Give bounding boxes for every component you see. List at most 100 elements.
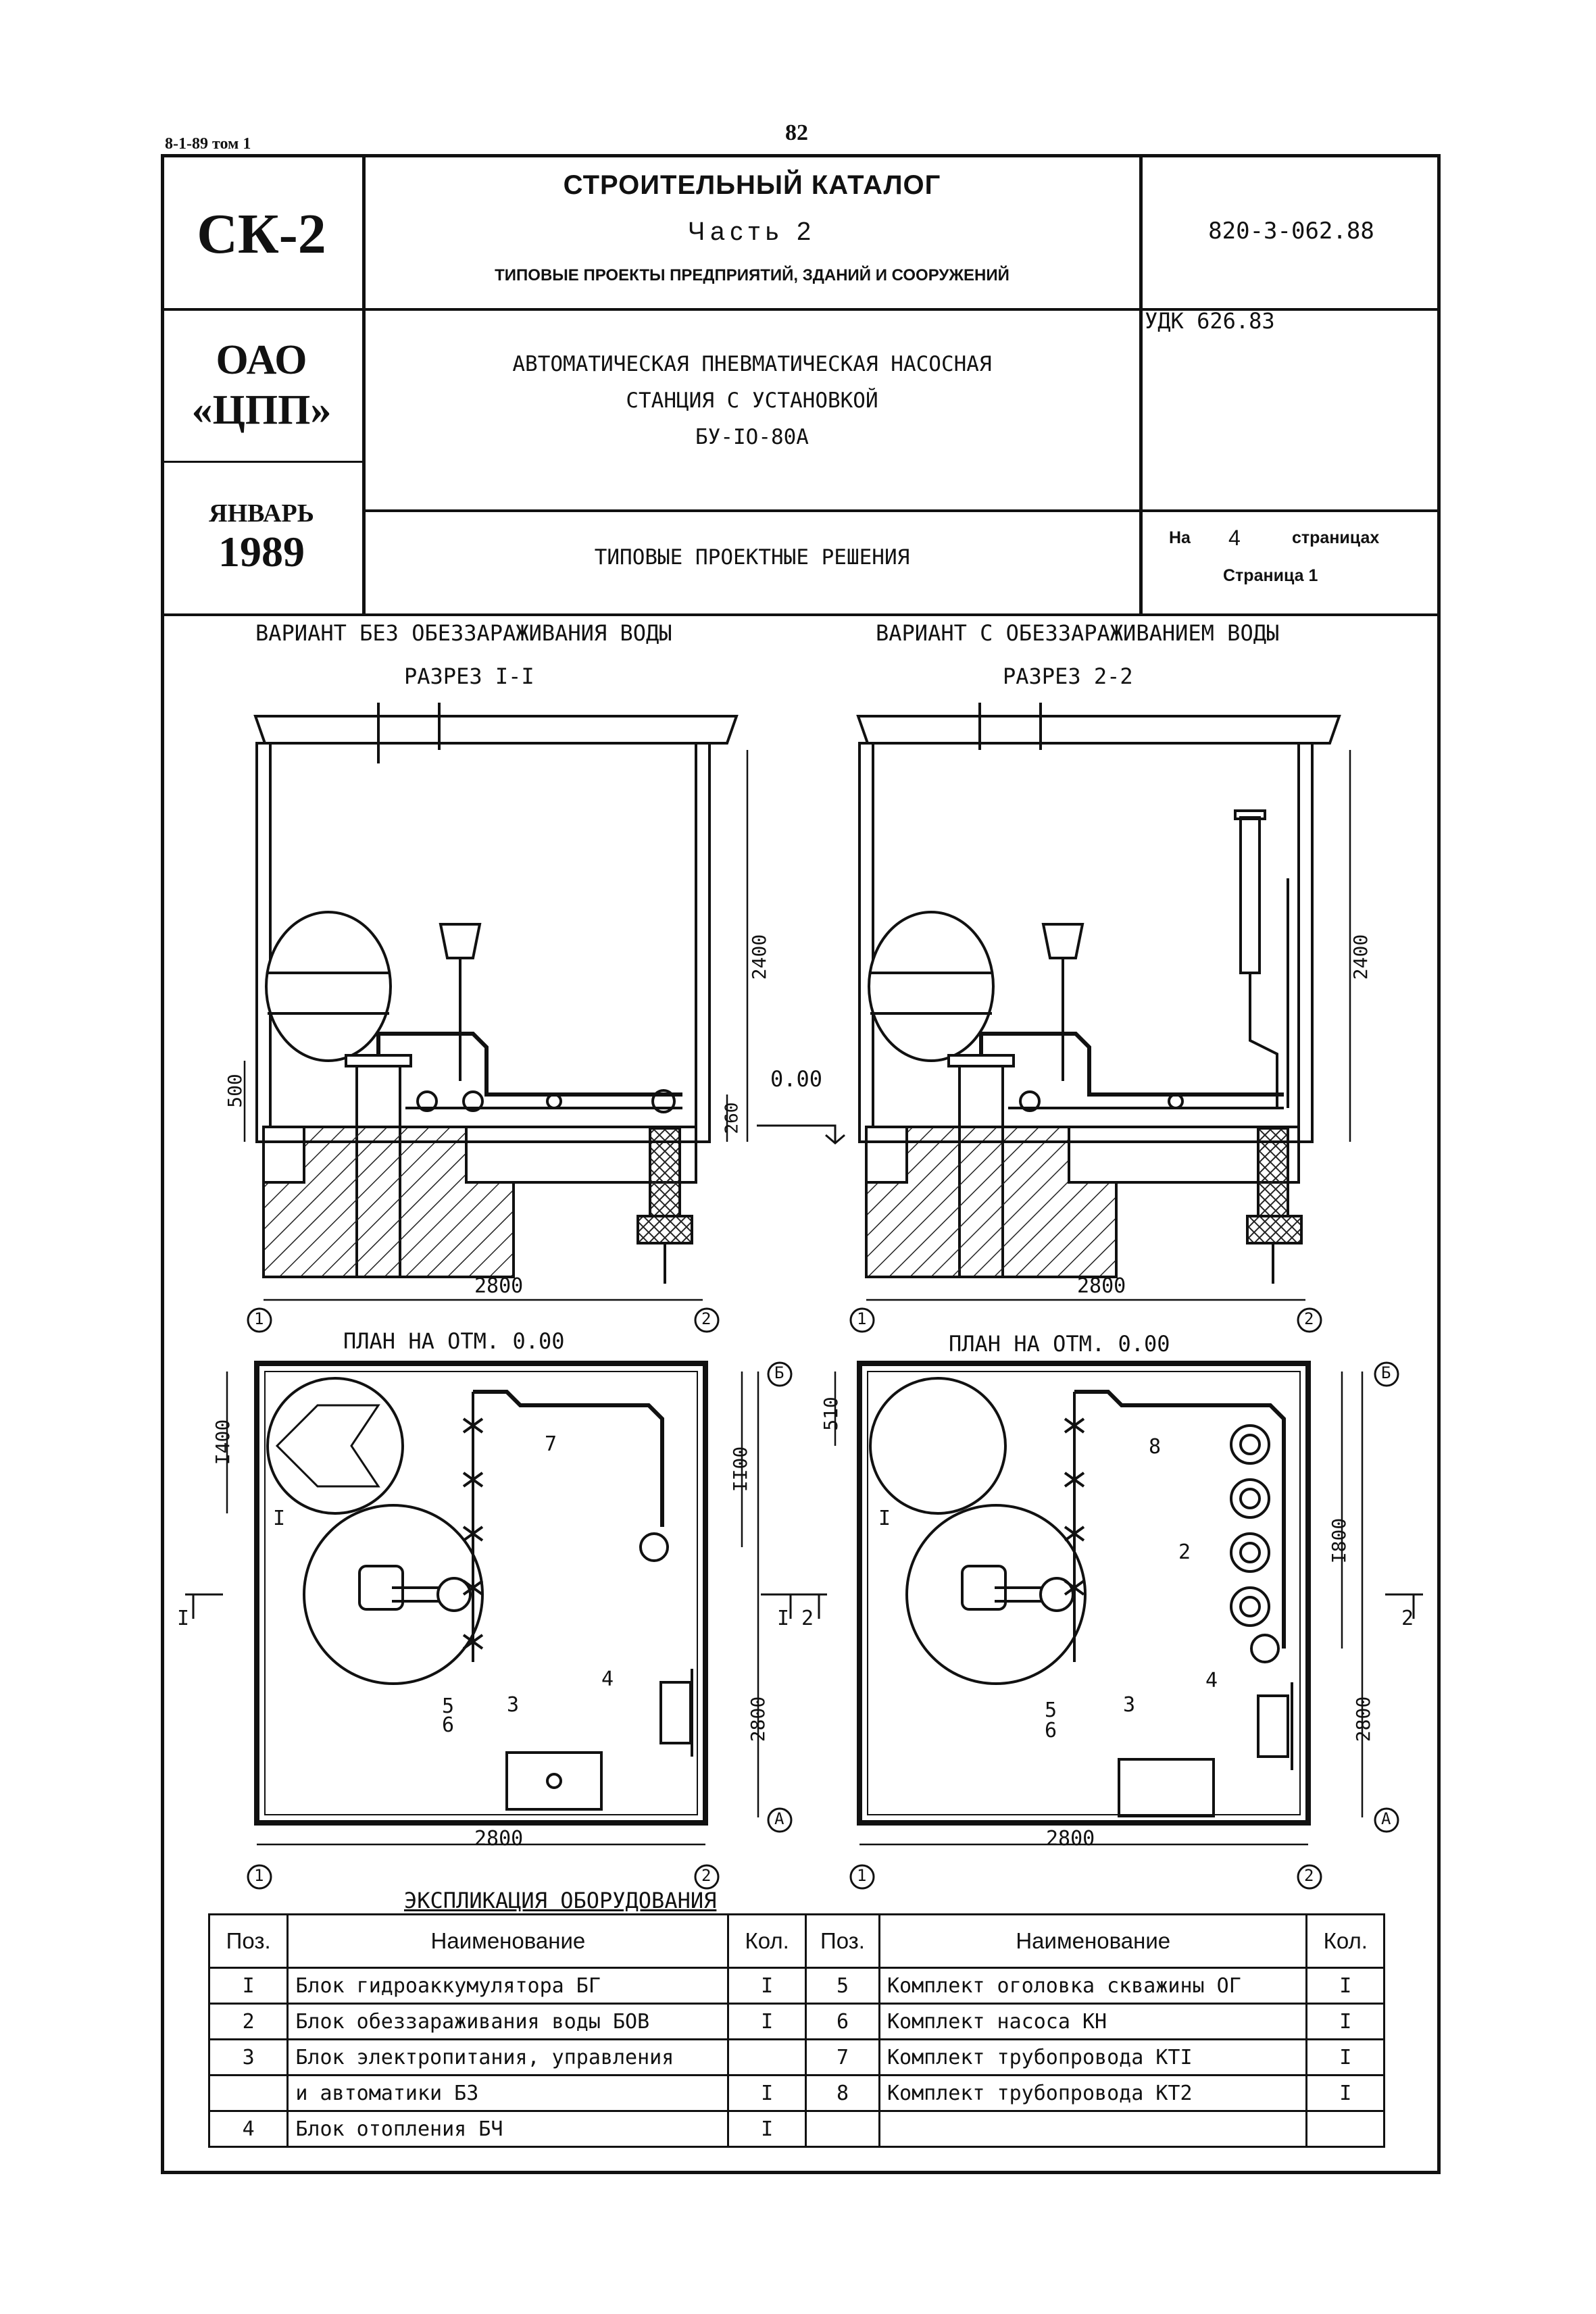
solutions-label: ТИПОВЫЕ ПРОЕКТНЫЕ РЕШЕНИЯ [594,545,910,570]
position-6-right: 6 [1045,1719,1057,1742]
catalog-title: СТРОИТЕЛЬНЫЙ КАТАЛОГ [563,170,941,200]
row-3-name-left: Блок электропитания, управления [286,2038,730,2076]
position-3-right: 3 [1123,1693,1136,1717]
right-section-caption: РАЗРЕЗ 2-2 [1003,663,1133,689]
row-2-pos-left: 2 [207,2003,289,2040]
axis-b-plan-left: Б [774,1363,784,1382]
udk-code: УДК 626.83 [1145,308,1275,334]
row-5-pos-left: 4 [207,2110,289,2148]
position-4-left: 4 [601,1667,614,1691]
axis-1-section-left: 1 [254,1309,264,1328]
row-1-name-left: Блок гидроаккумулятора БГ [286,1967,730,2005]
stamp-row-line-3 [362,509,1441,512]
position-4-right: 4 [1205,1669,1218,1692]
row-5-qty-right [1305,2110,1385,2148]
pages-suffix: страницах [1292,528,1380,547]
left-variant-caption: ВАРИАНТ БЕЗ ОБЕЗЗАРАЖИВАНИЯ ВОДЫ [255,620,672,646]
document-reference: 8-1-89 том 1 [165,135,251,153]
plan-right-caption: ПЛАН НА ОТМ. 0.00 [949,1331,1170,1357]
plan-left-caption: ПЛАН НА ОТМ. 0.00 [343,1328,565,1354]
row-2-name-left: Блок обеззараживания воды БОВ [286,2003,730,2040]
col-header-pos-right: Поз. [804,1913,881,1969]
col-header-qty-left: Кол. [727,1913,807,1969]
row-1-qty-left: I [727,1967,807,2005]
row-3-name-right: Комплект трубопровода КТI [878,2038,1308,2076]
organization-line-1: ОАО [216,337,307,383]
height-dim-right: 2400 [1349,934,1372,980]
dim-1100: II00 [729,1446,752,1492]
position-3-left: 3 [507,1693,520,1717]
row-5-name-right [878,2110,1308,2148]
position-5-left: 5 [442,1694,455,1718]
row-4-qty-right: I [1305,2074,1385,2112]
issue-year: 1989 [218,528,305,576]
table-row: I Блок гидроаккумулятора БГ I 5 Комплект… [207,1967,1385,2005]
row-1-pos-left: I [207,1967,289,2005]
explication-table: Поз. Наименование Кол. Поз. Наименование… [207,1913,1385,2148]
row-5-name-left: Блок отопления БЧ [286,2110,730,2148]
stamp-row-line-2 [161,461,364,463]
row-4-qty-left: I [727,2074,807,2112]
dim-2800-left: 2800 [747,1696,770,1742]
row-2-pos-right: 6 [804,2003,881,2040]
row-4-pos-left [207,2074,289,2112]
drawing-frame [161,154,1441,2174]
organization-name: ОАО «ЦПП» [161,335,362,435]
dim-1400: I400 [211,1419,234,1465]
pages-prefix: На [1169,528,1191,547]
dim-2800-right: 2800 [1352,1696,1375,1742]
explication-header-row: Поз. Наименование Кол. Поз. Наименование… [207,1913,1385,1969]
row-1-pos-right: 5 [804,1967,881,2005]
stamp-divider-left [362,154,366,615]
table-row: 2 Блок обеззараживания воды БОВ I 6 Комп… [207,2003,1385,2040]
page-number: 82 [785,120,808,145]
project-title-line-3: БУ-IO-80А [695,425,809,449]
cut-2-label-left: 2 [801,1607,814,1630]
cut-1-label-left: I [177,1607,190,1630]
axis-1-section-right: 1 [857,1309,867,1328]
row-2-qty-right: I [1305,2003,1385,2040]
level-mark: 0.00 [770,1066,823,1092]
position-2: 2 [1178,1540,1191,1564]
dim-260: 260 [722,1102,743,1134]
row-2-name-right: Комплект насоса КН [878,2003,1308,2040]
plan-right-drawing [857,1361,1311,1826]
row-4-name-right: Комплект трубопровода КТ2 [878,2074,1308,2112]
row-2-qty-left: I [727,2003,807,2040]
stamp-divider-right [1139,154,1143,615]
row-5-pos-right [804,2110,881,2148]
axis-2-section-left: 2 [701,1309,712,1328]
axis-2-plan-right: 2 [1304,1866,1314,1885]
stamp-row-line-1 [161,308,1441,311]
position-6-left: 6 [442,1713,455,1737]
current-page: Страница 1 [1223,566,1318,585]
row-3-pos-left: 3 [207,2038,289,2076]
axis-b-plan-right: Б [1381,1363,1391,1382]
pages-count: 4 [1228,526,1241,550]
plan-left-drawing [254,1361,708,1826]
row-1-qty-right: I [1305,1967,1385,2005]
position-1-right: I [878,1507,891,1530]
dim-500: 500 [223,1074,246,1108]
axis-2-plan-left: 2 [701,1866,712,1885]
project-title-line-1: АВТОМАТИЧЕСКАЯ ПНЕВМАТИЧЕСКАЯ НАСОСНАЯ [512,352,992,376]
catalog-subtitle: ТИПОВЫЕ ПРОЕКТЫ ПРЕДПРИЯТИЙ, ЗДАНИЙ И СО… [495,266,1009,284]
row-1-name-right: Комплект оголовка скважины ОГ [878,1967,1308,2005]
right-variant-caption: ВАРИАНТ С ОБЕЗЗАРАЖИВАНИЕМ ВОДЫ [876,620,1280,646]
explication-title: ЭКСПЛИКАЦИЯ ОБОРУДОВАНИЯ [404,1888,717,1913]
col-header-name-left: Наименование [286,1913,730,1969]
dim-1800: I800 [1328,1517,1351,1564]
position-7: 7 [545,1432,557,1456]
col-header-pos-left: Поз. [207,1913,289,1969]
table-row: и автоматики БЗ I 8 Комплект трубопровод… [207,2074,1385,2112]
issue-month: ЯНВАРЬ [209,499,314,528]
table-row: 4 Блок отопления БЧ I [207,2110,1385,2148]
col-header-qty-right: Кол. [1305,1913,1385,1969]
series-code: СК-2 [197,203,326,266]
axis-2-section-right: 2 [1304,1309,1314,1328]
row-5-qty-left: I [727,2110,807,2148]
axis-1-plan-left: 1 [254,1866,264,1885]
row-3-qty-right: I [1305,2038,1385,2076]
col-header-name-right: Наименование [878,1913,1308,1969]
